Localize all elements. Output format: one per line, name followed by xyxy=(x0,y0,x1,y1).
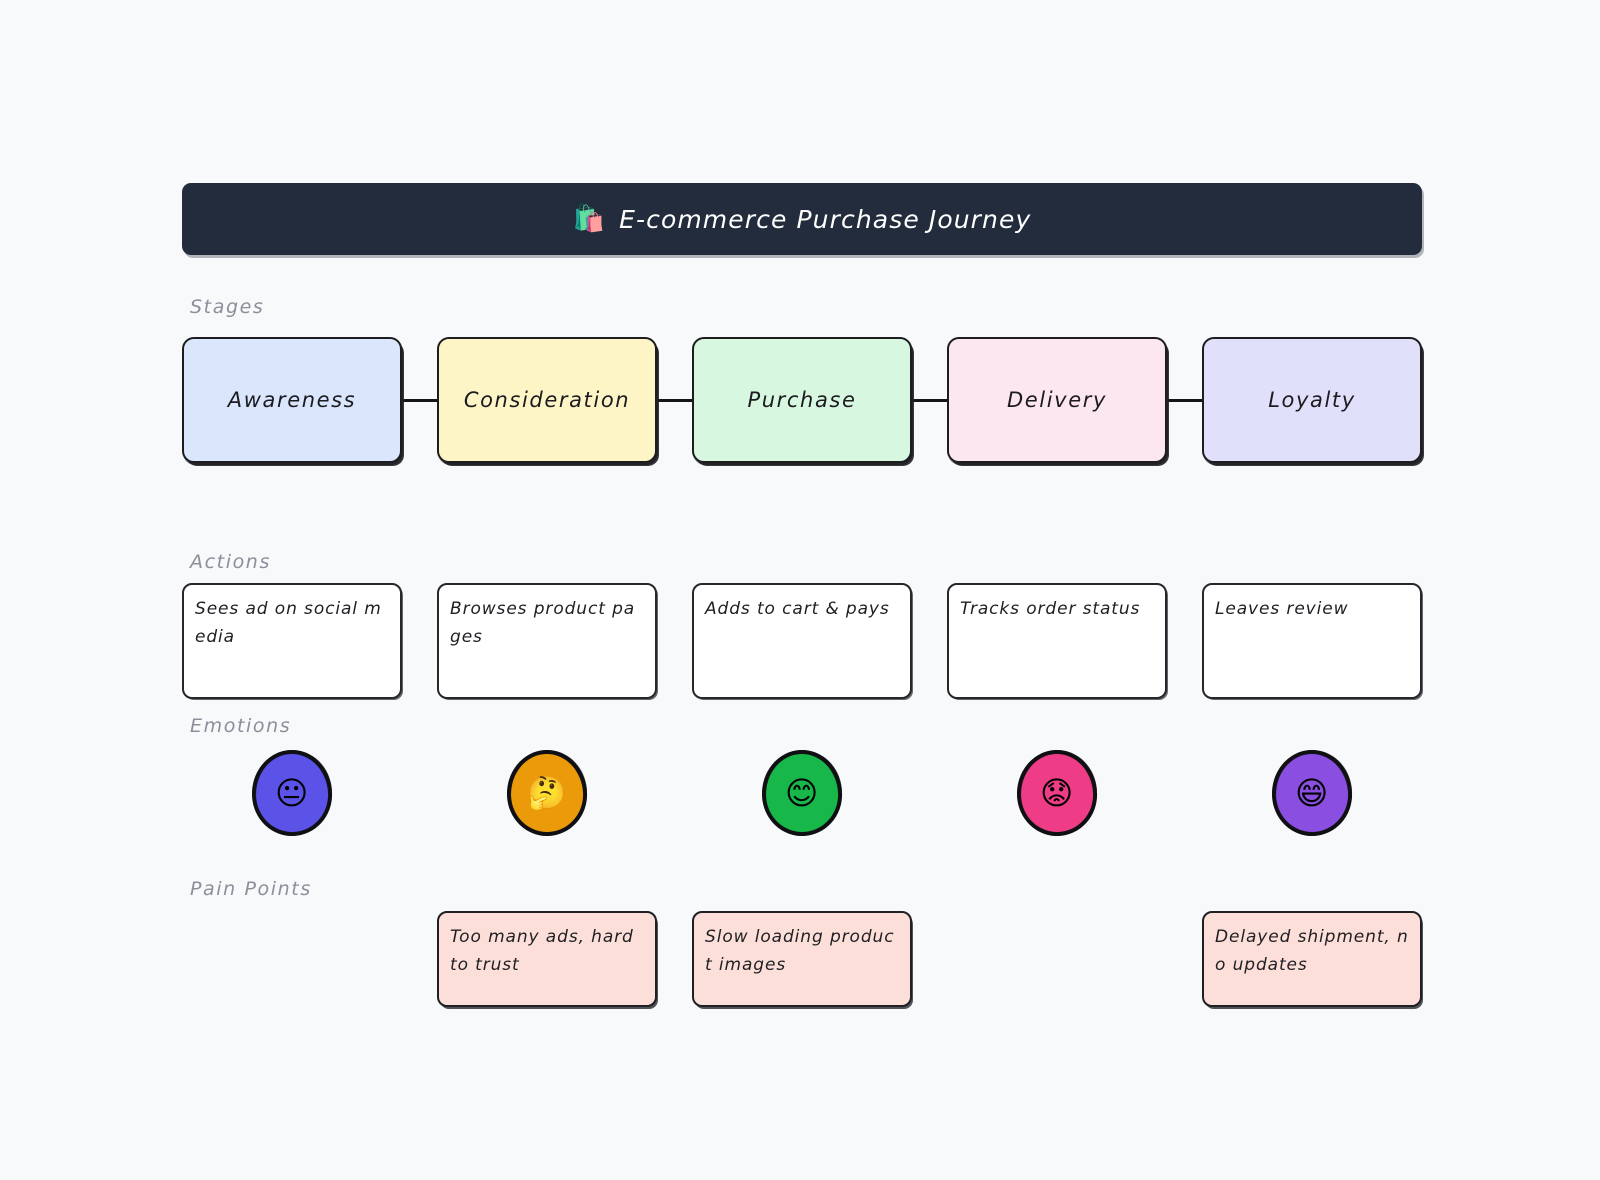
stage-cell: Loyalty xyxy=(1202,337,1422,463)
emotion-wrap: 😊 xyxy=(692,748,912,838)
emotion-cell: 😐 xyxy=(182,748,402,838)
row-label-stages: Stages xyxy=(190,296,265,318)
action-box-delivery[interactable]: Tracks order status xyxy=(947,583,1167,699)
stage-box-awareness[interactable]: Awareness xyxy=(182,337,402,463)
stage-box-purchase[interactable]: Purchase xyxy=(692,337,912,463)
pain-point-cell xyxy=(947,911,1167,1007)
page-title-text: E-commerce Purchase Journey xyxy=(619,204,1032,234)
stage-connector-line xyxy=(658,399,694,402)
pain-point-cell: Delayed shipment, no updates xyxy=(1202,911,1422,1007)
action-cell: Leaves review xyxy=(1202,583,1422,699)
worried-face-emoji: 😟 xyxy=(1040,774,1074,813)
action-box-loyalty[interactable]: Leaves review xyxy=(1202,583,1422,699)
pain-point-box-purchase[interactable]: Slow loading product images xyxy=(692,911,912,1007)
grinning-face-emoji: 😄 xyxy=(1295,774,1329,813)
pain-point-text: Slow loading product images xyxy=(705,927,895,975)
pain-point-cell xyxy=(182,911,402,1007)
action-cell: Adds to cart & pays xyxy=(692,583,912,699)
emotion-circle-consideration[interactable]: 🤔 xyxy=(505,748,589,838)
stage-label: Consideration xyxy=(463,388,631,412)
journey-header-bar: 🛍️ E-commerce Purchase Journey xyxy=(182,183,1422,255)
action-box-awareness[interactable]: Sees ad on social media xyxy=(182,583,402,699)
stages-row: Awareness Consideration Purchase Delivery Lo… xyxy=(182,337,1422,463)
pain-point-text: Too many ads, hard to trust xyxy=(450,927,634,975)
stage-label: Loyalty xyxy=(1268,388,1356,412)
emotion-cell: 😟 xyxy=(947,748,1167,838)
action-box-purchase[interactable]: Adds to cart & pays xyxy=(692,583,912,699)
stage-label: Purchase xyxy=(747,388,857,412)
stage-box-delivery[interactable]: Delivery xyxy=(947,337,1167,463)
row-label-actions: Actions xyxy=(190,551,271,573)
stage-connector-line xyxy=(913,399,949,402)
emotion-circle-delivery[interactable]: 😟 xyxy=(1015,748,1099,838)
emotion-circle-loyalty[interactable]: 😄 xyxy=(1270,748,1354,838)
action-cell: Tracks order status xyxy=(947,583,1167,699)
action-text: Leaves review xyxy=(1215,599,1349,619)
emotion-cell: 🤔 xyxy=(437,748,657,838)
stage-connector-line xyxy=(403,399,439,402)
pain-point-cell: Slow loading product images xyxy=(692,911,912,1007)
page-title: 🛍️ E-commerce Purchase Journey xyxy=(573,204,1032,234)
stage-connector-line xyxy=(1168,399,1204,402)
stage-label: Delivery xyxy=(1007,388,1107,412)
action-text: Browses product pages xyxy=(450,599,636,647)
stage-cell: Delivery xyxy=(947,337,1204,463)
stage-cell: Purchase xyxy=(692,337,949,463)
emotions-row: 😐 🤔 😊 😟 😄 xyxy=(182,748,1422,838)
emotion-wrap: 🤔 xyxy=(437,748,657,838)
row-label-pain-points: Pain Points xyxy=(190,878,312,900)
emotion-cell: 😄 xyxy=(1202,748,1422,838)
pain-point-box-consideration[interactable]: Too many ads, hard to trust xyxy=(437,911,657,1007)
emotion-circle-awareness[interactable]: 😐 xyxy=(250,748,334,838)
pain-point-box-loyalty[interactable]: Delayed shipment, no updates xyxy=(1202,911,1422,1007)
action-cell: Browses product pages xyxy=(437,583,657,699)
shopping-bags-icon: 🛍️ xyxy=(572,204,607,234)
neutral-face-emoji: 😐 xyxy=(275,774,309,813)
pain-point-empty xyxy=(182,911,402,1007)
row-label-emotions: Emotions xyxy=(190,715,292,737)
pain-points-row: Too many ads, hard to trust Slow loading … xyxy=(182,911,1422,1007)
emotion-wrap: 😐 xyxy=(182,748,402,838)
emotion-circle-purchase[interactable]: 😊 xyxy=(760,748,844,838)
actions-row: Sees ad on social media Browses product p… xyxy=(182,583,1422,699)
thinking-face-emoji: 🤔 xyxy=(527,774,567,812)
action-text: Adds to cart & pays xyxy=(705,599,890,619)
stage-box-consideration[interactable]: Consideration xyxy=(437,337,657,463)
action-cell: Sees ad on social media xyxy=(182,583,402,699)
stage-box-loyalty[interactable]: Loyalty xyxy=(1202,337,1422,463)
stage-cell: Consideration xyxy=(437,337,694,463)
stage-label: Awareness xyxy=(227,388,357,412)
action-box-consideration[interactable]: Browses product pages xyxy=(437,583,657,699)
smiling-face-emoji: 😊 xyxy=(785,774,819,813)
action-text: Sees ad on social media xyxy=(195,599,382,647)
pain-point-cell: Too many ads, hard to trust xyxy=(437,911,657,1007)
emotion-cell: 😊 xyxy=(692,748,912,838)
stage-cell: Awareness xyxy=(182,337,439,463)
emotion-wrap: 😄 xyxy=(1202,748,1422,838)
pain-point-text: Delayed shipment, no updates xyxy=(1215,927,1409,975)
action-text: Tracks order status xyxy=(960,599,1141,619)
pain-point-empty xyxy=(947,911,1167,1007)
emotion-wrap: 😟 xyxy=(947,748,1167,838)
